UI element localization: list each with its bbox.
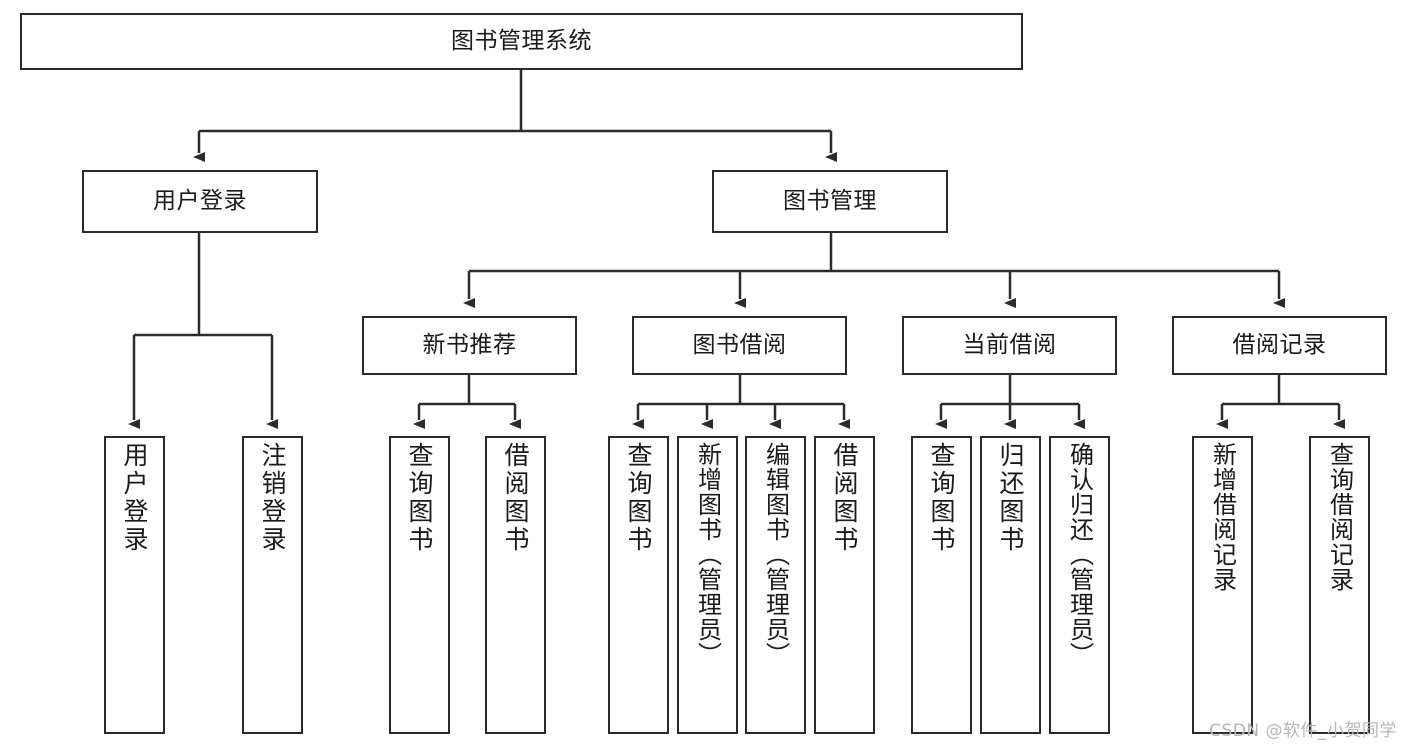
leaf-query-book-borrow[interactable]: 查询图书: [608, 436, 669, 734]
node-book-management[interactable]: 图书管理: [712, 170, 948, 233]
node-new-book-recommend[interactable]: 新书推荐: [362, 316, 577, 375]
node-label: 用户登录: [120, 442, 149, 554]
node-label: 查询图书: [405, 442, 434, 554]
node-label: 用户登录: [153, 188, 247, 215]
node-user-login[interactable]: 用户登录: [82, 170, 318, 233]
leaf-add-borrow-record[interactable]: 新增借阅记录: [1192, 436, 1253, 734]
leaf-user-login[interactable]: 用户登录: [104, 436, 165, 734]
leaf-edit-book-admin[interactable]: 编辑图书（管理员）: [745, 436, 806, 734]
node-current-borrow[interactable]: 当前借阅: [902, 316, 1117, 375]
node-borrow-record[interactable]: 借阅记录: [1172, 316, 1387, 375]
node-label: 归还图书: [996, 442, 1025, 554]
leaf-query-book-current[interactable]: 查询图书: [911, 436, 972, 734]
leaf-query-borrow-record[interactable]: 查询借阅记录: [1309, 436, 1370, 734]
node-label: 编辑图书（管理员）: [761, 442, 790, 667]
node-book-management-system[interactable]: 图书管理系统: [20, 13, 1023, 70]
node-label: 图书管理: [783, 188, 877, 215]
node-label: 查询图书: [927, 442, 956, 554]
node-label: 当前借阅: [962, 332, 1057, 359]
node-book-borrow[interactable]: 图书借阅: [632, 316, 847, 375]
leaf-borrow-book-recommend[interactable]: 借阅图书: [485, 436, 546, 734]
csdn-watermark: CSDN @软件_小贺同学: [1209, 721, 1397, 741]
node-label: 新增借阅记录: [1208, 442, 1237, 592]
node-label: 图书管理系统: [451, 28, 592, 55]
leaf-add-book-admin[interactable]: 新增图书（管理员）: [677, 436, 738, 734]
node-label: 借阅图书: [830, 442, 859, 554]
node-label: 图书借阅: [692, 332, 787, 359]
node-label: 查询借阅记录: [1325, 442, 1354, 592]
node-label: 注销登录: [258, 442, 287, 554]
node-label: 借阅记录: [1232, 332, 1327, 359]
node-label: 查询图书: [624, 442, 653, 554]
node-label: 确认归还（管理员）: [1065, 442, 1094, 667]
leaf-query-book-recommend[interactable]: 查询图书: [389, 436, 450, 734]
node-label: 借阅图书: [501, 442, 530, 554]
leaf-borrow-book[interactable]: 借阅图书: [814, 436, 875, 734]
leaf-return-book[interactable]: 归还图书: [980, 436, 1041, 734]
node-label: 新书推荐: [422, 332, 517, 359]
node-label: 新增图书（管理员）: [693, 442, 722, 667]
leaf-logout[interactable]: 注销登录: [242, 436, 303, 734]
leaf-confirm-return-admin[interactable]: 确认归还（管理员）: [1049, 436, 1110, 734]
